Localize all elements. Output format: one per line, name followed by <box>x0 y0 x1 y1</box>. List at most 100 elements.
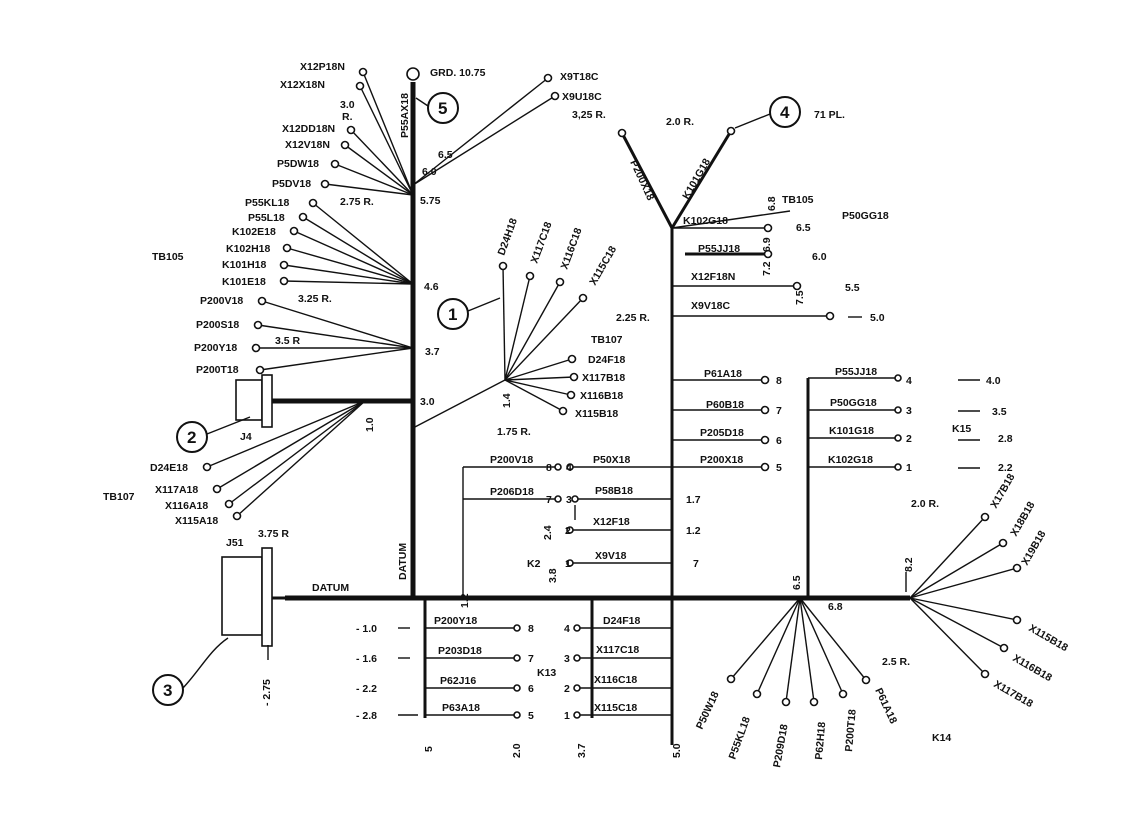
k14-fans <box>726 512 1022 707</box>
svg-text:4: 4 <box>780 103 790 122</box>
label-d24f18a: D24F18 <box>588 354 626 366</box>
label-m10: - 1.0 <box>356 623 377 635</box>
label-b20: 2.0 <box>511 743 523 758</box>
label-k101h18: K101H18 <box>222 259 267 271</box>
label-x12p18n: X12P18N <box>300 61 345 73</box>
k2-block <box>463 463 672 567</box>
label-v38: 3.8 <box>547 568 559 583</box>
label-r30: 3.0 <box>340 99 355 111</box>
label-k102h18: K102H18 <box>226 243 271 255</box>
label-x17b18: X17B18 <box>988 472 1017 511</box>
label-tb105b: TB105 <box>782 194 814 206</box>
label-d24h18: D24H18 <box>496 217 521 257</box>
label-datum: DATUM <box>312 582 349 594</box>
label-k14: K14 <box>932 732 951 744</box>
label-x117a18: X117A18 <box>155 484 198 496</box>
callout-2: 2 <box>176 416 251 453</box>
label-v65b: 6.5 <box>796 222 811 234</box>
label-p203d18: P203D18 <box>438 645 482 657</box>
label-x12f18n: X12F18N <box>691 271 735 283</box>
label-r-r: R. <box>342 111 353 123</box>
callout-5: 5 <box>415 92 459 124</box>
label-p55jj18a: P55JJ18 <box>698 243 740 255</box>
label-n8c: 8 <box>546 462 552 474</box>
label-m275: - 2.75 <box>261 679 273 706</box>
label-grd: GRD. 10.75 <box>430 67 486 79</box>
label-n4d: 4 <box>564 623 570 635</box>
label-n8a: 8 <box>776 375 782 387</box>
label-v60a: 6.0 <box>422 166 437 178</box>
fan-tb107-center <box>498 261 588 416</box>
label-m28: - 2.8 <box>356 710 377 722</box>
label-v28a: 2.8 <box>998 433 1013 445</box>
label-k101g18a: K101G18 <box>680 156 713 201</box>
label-datum-vertical: DATUM <box>397 543 409 580</box>
label-v40: 4.0 <box>986 375 1001 387</box>
label-p55kl18b: P55KL18 <box>727 715 754 761</box>
label-p200t18b: P200T18 <box>843 709 859 753</box>
label-j4: J4 <box>240 431 252 443</box>
label-k102g18b: K102G18 <box>828 454 873 466</box>
label-v65c: 6.5 <box>791 575 803 590</box>
label-b50: 5.0 <box>671 743 683 758</box>
label-v10: 1.0 <box>364 417 376 432</box>
label-x117b18b: X117B18 <box>992 678 1036 710</box>
label-k2: K2 <box>527 558 541 570</box>
label-x12dd18n: X12DD18N <box>282 123 335 135</box>
label-x115b18b: X115B18 <box>1027 622 1071 654</box>
label-p60b18: P60B18 <box>706 399 744 411</box>
label-x117c18a: X117C18 <box>529 220 555 265</box>
label-x9t18c: X9T18C <box>560 71 599 83</box>
label-v69: 6.9 <box>761 237 773 252</box>
label-v37: 3.7 <box>425 346 440 358</box>
label-n6d: 6 <box>528 683 534 695</box>
label-p55ax18: P55AX18 <box>399 93 411 138</box>
label-v12a: 1.2 <box>686 525 701 537</box>
label-n5a: 5 <box>776 462 782 474</box>
label-v72: 7.2 <box>761 261 773 276</box>
label-x9v18c: X9V18C <box>691 300 731 312</box>
label-v14: 1.4 <box>501 393 513 408</box>
label-x19b18: X19B18 <box>1019 529 1048 568</box>
label-r175: 1.75 R. <box>497 426 531 438</box>
label-j51: J51 <box>226 537 244 549</box>
label-x116b18b: X116B18 <box>1011 652 1055 684</box>
label-v12b: 1.2 <box>459 593 471 608</box>
label-tb107a: TB107 <box>103 491 135 503</box>
label-r325b: 3.25 R. <box>298 293 332 305</box>
svg-text:3: 3 <box>163 681 172 700</box>
label-v17: 1.7 <box>686 494 701 506</box>
fan-tb105 <box>251 198 414 375</box>
label-d24f18b: D24F18 <box>603 615 641 627</box>
label-x116b18a: X116B18 <box>580 390 623 402</box>
label-p50w18: P50W18 <box>694 690 722 732</box>
label-x115b18a: X115B18 <box>575 408 618 420</box>
label-x18b18: X18B18 <box>1008 500 1037 539</box>
labels: GRD. 10.75 P55AX18 X9T18C X9U18C 3,25 R.… <box>103 61 1070 769</box>
svg-text:5: 5 <box>438 99 447 118</box>
label-p62h18: P62H18 <box>813 721 828 760</box>
label-p200x18a: P200X18 <box>627 158 656 202</box>
label-p200y18b: P200Y18 <box>434 615 477 627</box>
label-v68a: 6.8 <box>766 196 778 211</box>
label-x9u18c: X9U18C <box>562 91 602 103</box>
label-r225: 2.25 R. <box>616 312 650 324</box>
label-n2d: 2 <box>564 683 570 695</box>
svg-text:1: 1 <box>448 305 457 324</box>
label-x12v18n: X12V18N <box>285 139 330 151</box>
label-k102e18: K102E18 <box>232 226 276 238</box>
label-r20a: 2.0 R. <box>666 116 694 128</box>
label-v55: 5.5 <box>845 282 860 294</box>
label-v50a: 5.0 <box>870 312 885 324</box>
label-v22a: 2.2 <box>998 462 1013 474</box>
label-p200y18: P200Y18 <box>194 342 237 354</box>
label-v82: 8.2 <box>903 557 915 572</box>
label-k102g18a: K102G18 <box>683 215 728 227</box>
label-v35: 3.5 <box>992 406 1007 418</box>
label-pl71: 71 PL. <box>814 109 845 121</box>
label-r20b: 2.0 R. <box>911 498 939 510</box>
label-p58b18: P58B18 <box>595 485 633 497</box>
label-n7c: 7 <box>546 494 552 506</box>
label-n7d: 7 <box>528 653 534 665</box>
label-p200x18b: P200X18 <box>700 454 743 466</box>
